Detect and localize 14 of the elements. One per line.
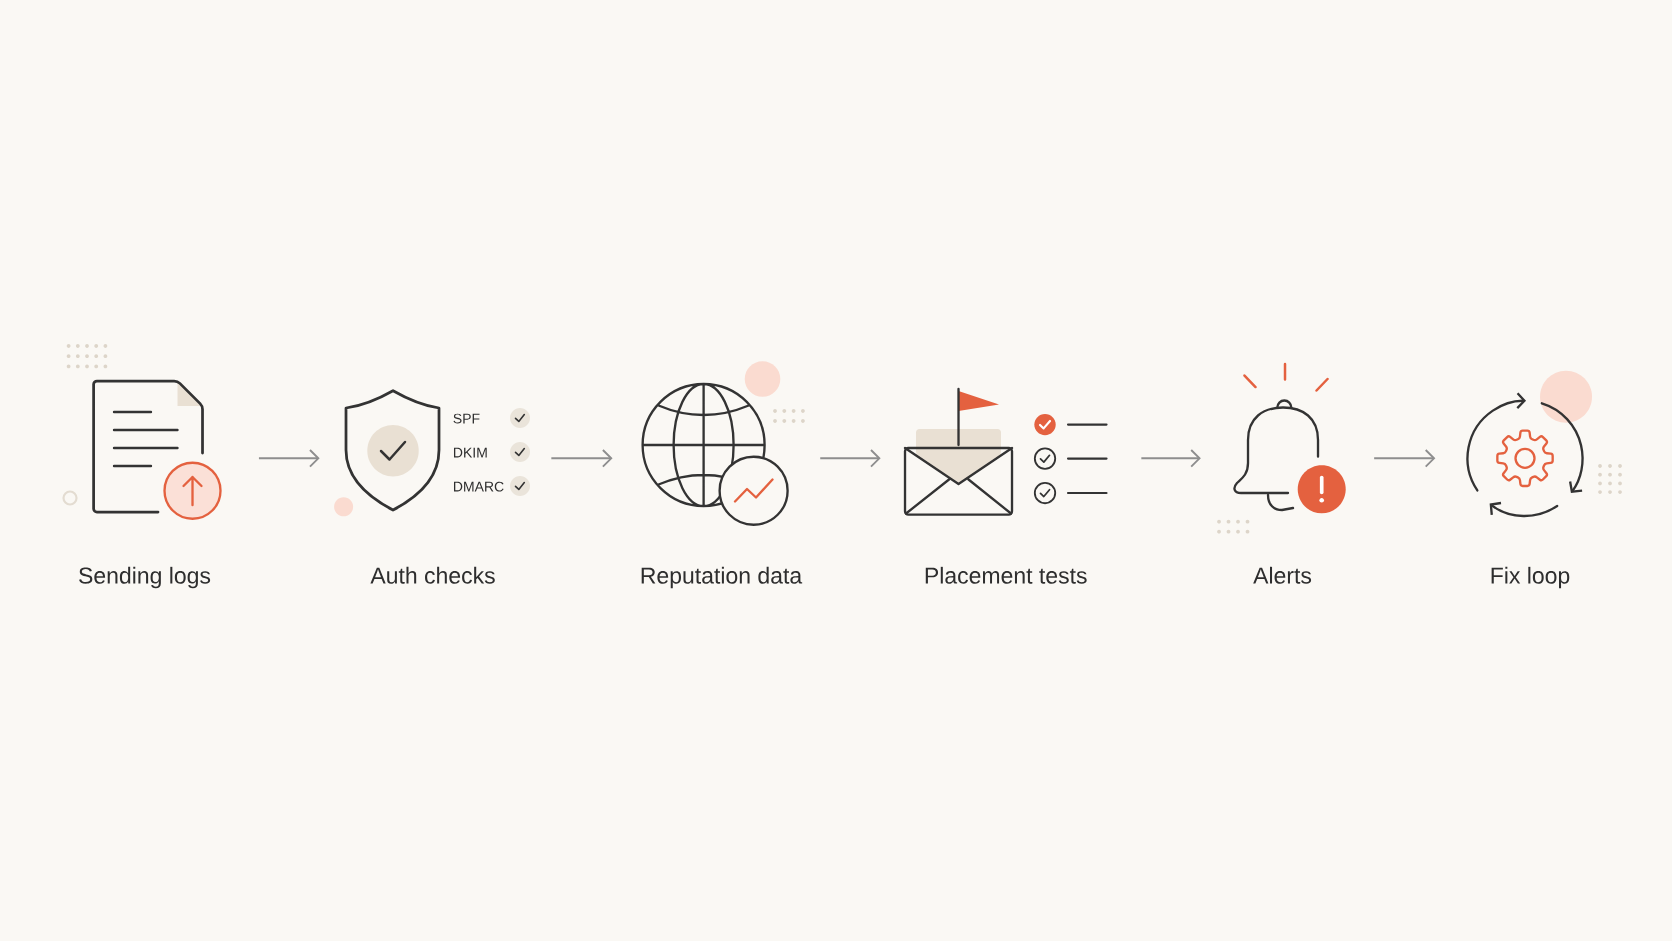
step-label: Reputation data <box>641 566 803 589</box>
arrow <box>550 449 613 468</box>
arrow <box>819 449 881 468</box>
arrow <box>1140 449 1201 468</box>
step-label: Fix loop <box>1491 566 1570 589</box>
step-label: Placement tests <box>925 566 1087 584</box>
arrow <box>1373 449 1436 468</box>
check-label: DKIM <box>454 447 487 458</box>
step-label: Alerts <box>1253 566 1312 584</box>
step-label: Sending logs <box>79 566 211 589</box>
arrow <box>258 449 320 468</box>
check-label: SPF <box>453 413 480 424</box>
check-label: DMARC <box>454 481 504 492</box>
step-label: Auth checks <box>370 566 495 584</box>
